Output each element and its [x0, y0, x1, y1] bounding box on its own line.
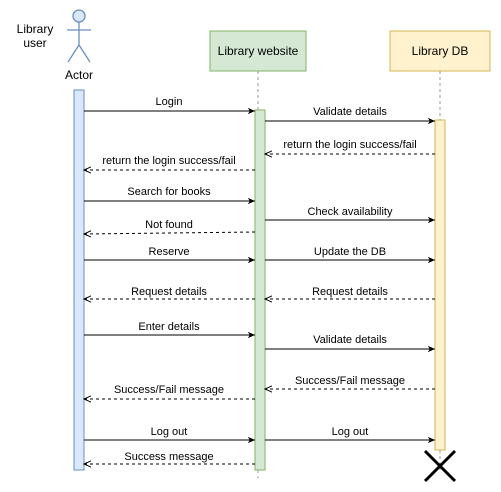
msg-success-message-label: Success message	[124, 451, 213, 463]
msg-update-db-label: Update the DB	[314, 246, 386, 258]
actor-role-label-line1: Library	[17, 22, 54, 36]
msg-return-login-web-label: return the login success/fail	[102, 155, 235, 167]
msg-login-label: Login	[156, 96, 183, 108]
website-participant-label: Library website	[218, 44, 299, 58]
msg-request-details-web-label: Request details	[131, 286, 207, 298]
msg-not-found-arrow	[84, 232, 256, 234]
actor-activation-bar	[73, 89, 85, 471]
db-activation-bar	[434, 119, 446, 451]
msg-validate-details-1-label: Validate details	[313, 106, 387, 118]
msg-logout-db-label: Log out	[332, 426, 369, 438]
msg-success-fail-db-label: Success/Fail message	[295, 375, 405, 387]
db-participant-label: Library DB	[412, 44, 469, 58]
msg-not-found-label: Not found	[145, 219, 193, 231]
db-destroy-x-icon	[423, 449, 457, 483]
website-activation-bar	[254, 109, 266, 471]
msg-enter-details-label: Enter details	[138, 321, 200, 333]
actor-stick-figure-icon	[67, 9, 91, 63]
msg-success-fail-web-label: Success/Fail message	[114, 384, 224, 396]
actor-role-label-line2: user	[23, 36, 46, 50]
messages-layer: Login Validate details return the login …	[84, 96, 435, 464]
msg-search-books-label: Search for books	[127, 186, 211, 198]
msg-reserve-label: Reserve	[149, 246, 190, 258]
actor-name-label: Actor	[65, 68, 93, 82]
db-participant-box	[389, 30, 491, 72]
msg-logout-web-label: Log out	[151, 426, 188, 438]
msg-request-details-db-label: Request details	[312, 286, 388, 298]
website-participant-box	[209, 30, 307, 72]
msg-validate-details-2-label: Validate details	[313, 334, 387, 346]
msg-check-availability-label: Check availability	[308, 206, 393, 218]
msg-return-login-db-label: return the login success/fail	[283, 139, 416, 151]
